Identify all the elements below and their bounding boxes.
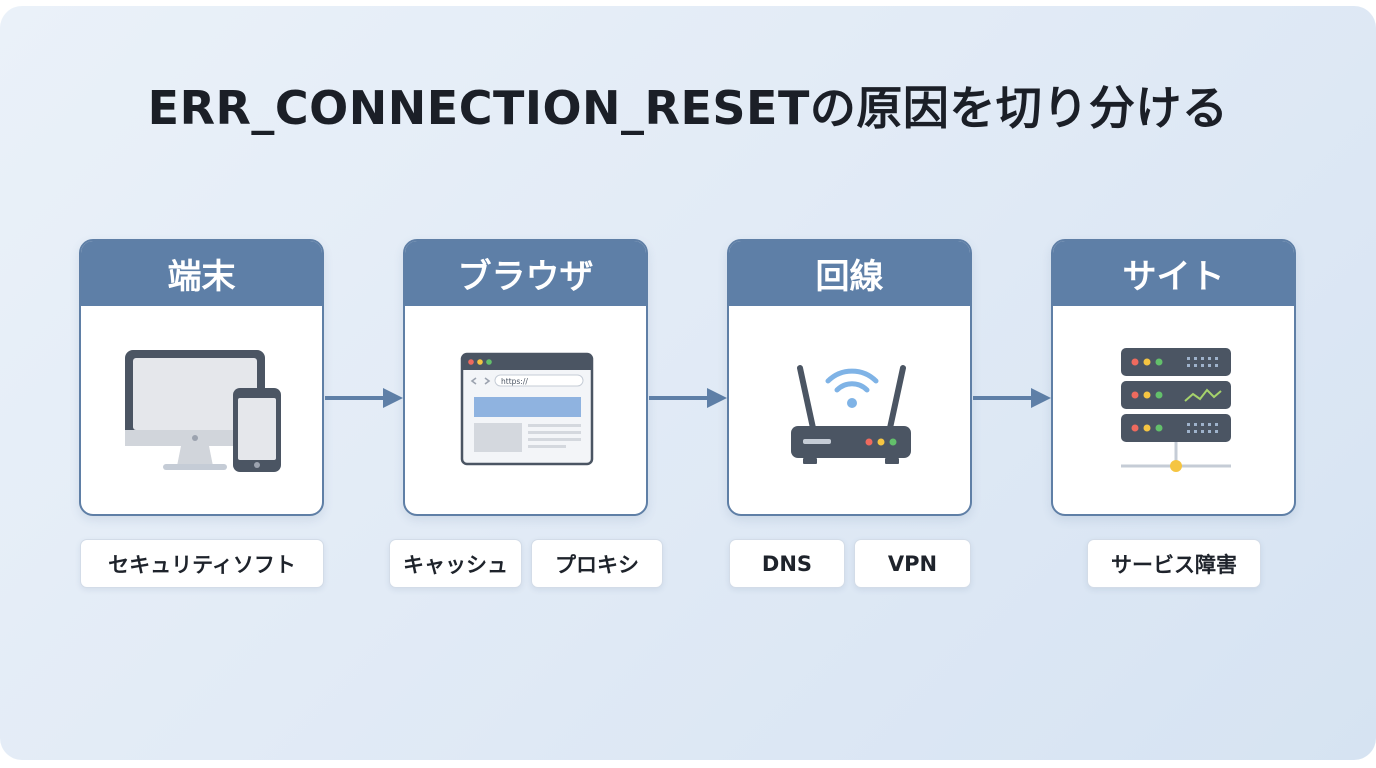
stage-card-browser: ブラウザ https://: [403, 239, 648, 516]
wifi-router-icon: [791, 365, 911, 464]
flow-arrow: [649, 388, 727, 408]
stage-header: 回線: [729, 241, 970, 306]
stage-header: 端末: [81, 241, 322, 306]
factor-tag-proxy: プロキシ: [531, 539, 663, 588]
factor-tag-vpn: VPN: [854, 539, 971, 588]
stage-header: サイト: [1053, 241, 1294, 306]
stage-body: https://: [405, 306, 646, 514]
browser-window-icon: https://: [460, 352, 594, 466]
browser-url-text: https://: [501, 377, 528, 386]
factor-tag-service-outage: サービス障害: [1087, 539, 1261, 588]
factor-tag-dns: DNS: [729, 539, 845, 588]
stage-header: ブラウザ: [405, 241, 646, 306]
stage-body: [729, 306, 970, 514]
flow-arrow: [325, 388, 403, 408]
devices-icon: [125, 350, 281, 472]
stage-card-device: 端末: [79, 239, 324, 516]
stage-body: [1053, 306, 1294, 514]
stage-card-site: サイト: [1051, 239, 1296, 516]
diagram-canvas: ERR_CONNECTION_RESETの原因を切り分ける 端末: [0, 6, 1376, 760]
factor-tag-security-software: セキュリティソフト: [80, 539, 324, 588]
stage-card-network: 回線: [727, 239, 972, 516]
flow-arrow: [973, 388, 1051, 408]
factor-tag-cache: キャッシュ: [389, 539, 522, 588]
stage-body: [81, 306, 322, 514]
diagram-title: ERR_CONNECTION_RESETの原因を切り分ける: [147, 81, 1229, 135]
server-stack-icon: [1121, 348, 1231, 472]
